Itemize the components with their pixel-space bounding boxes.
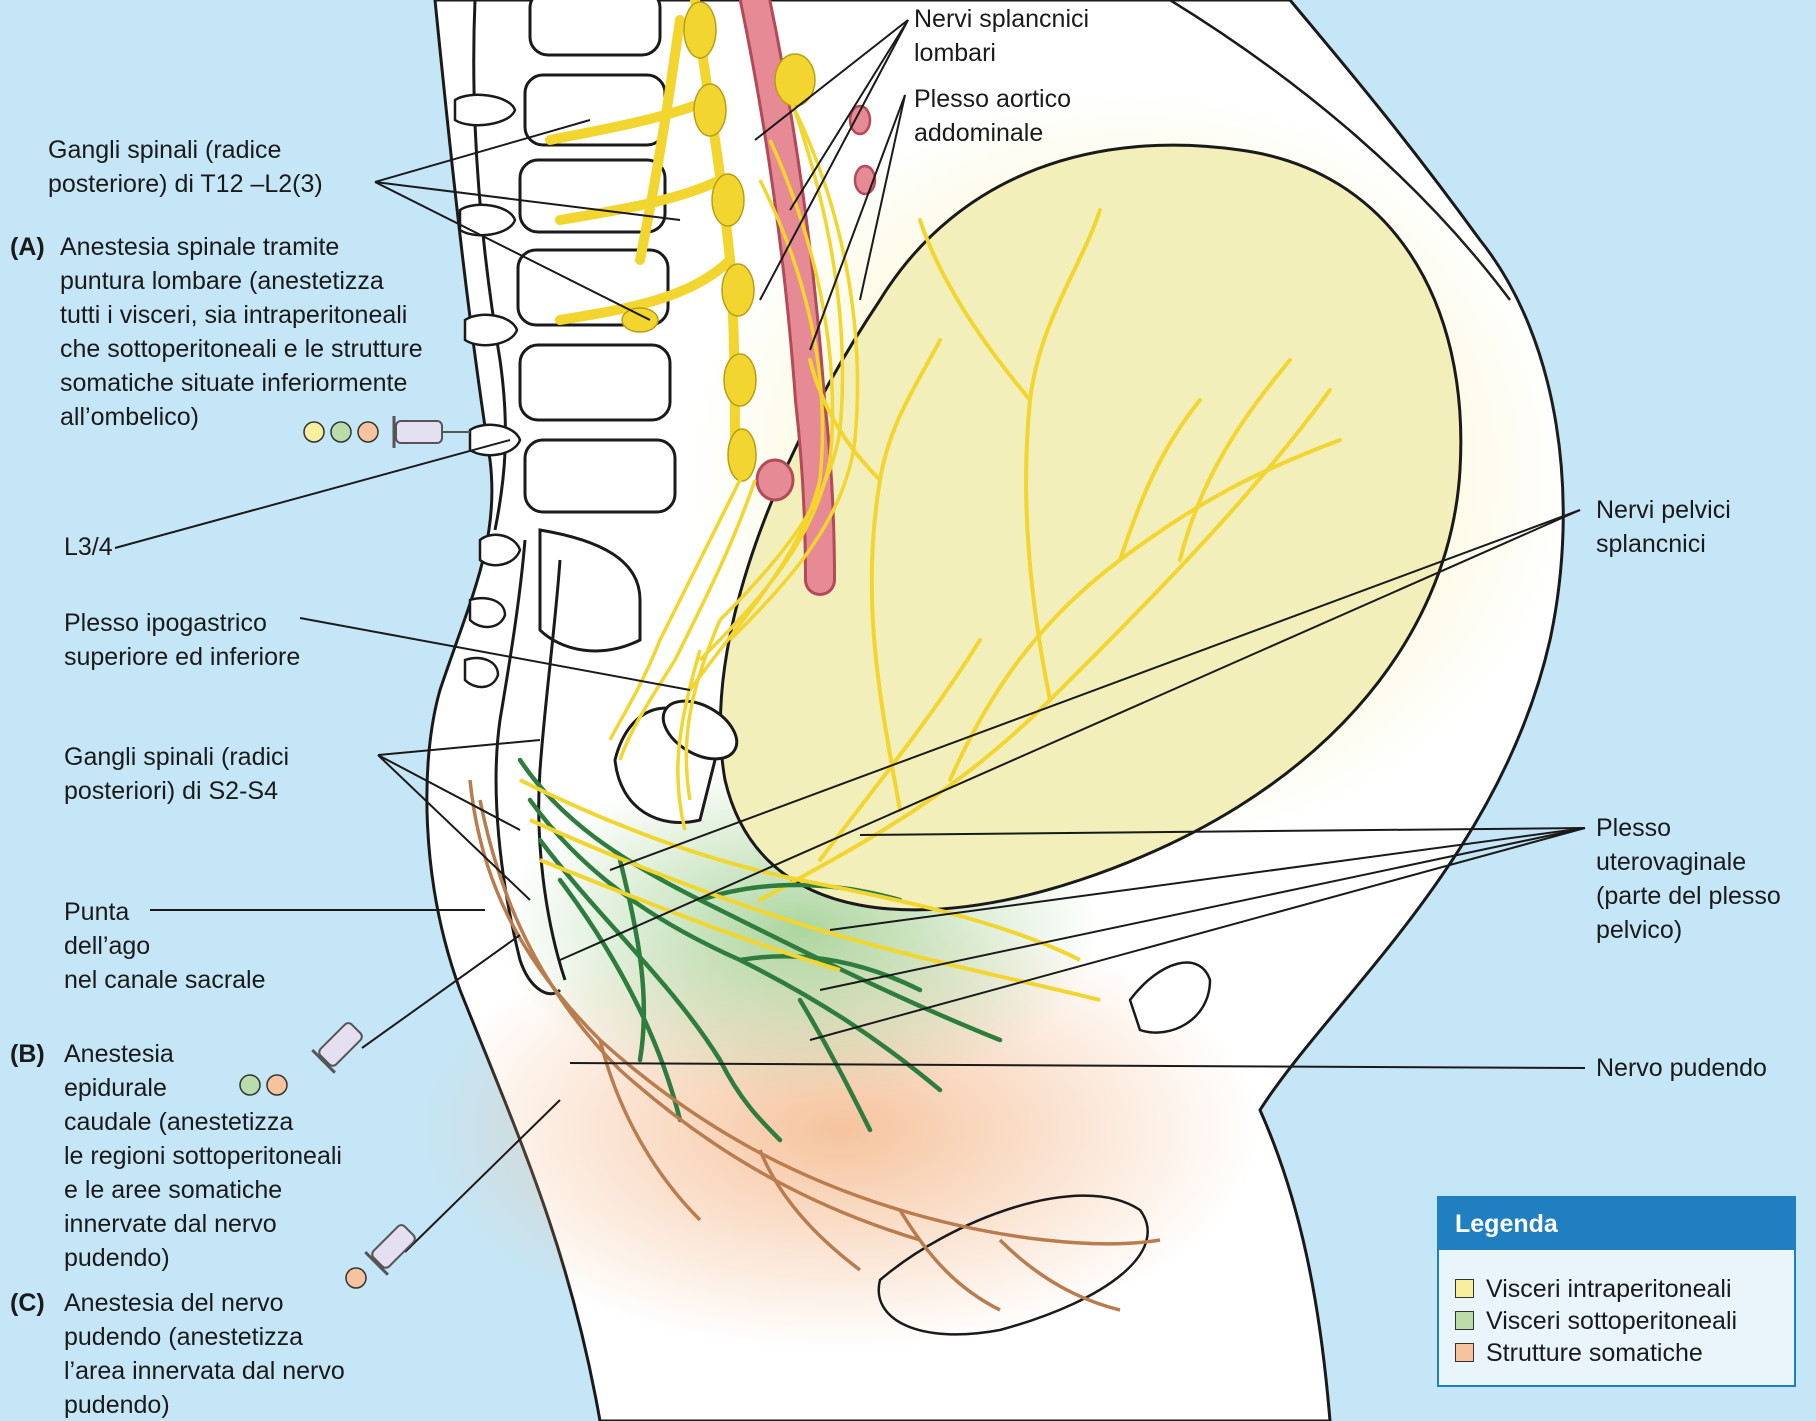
label-nervo-pudendo: Nervo pudendo xyxy=(1596,1051,1767,1085)
label-l34: L3/4 xyxy=(64,530,113,564)
label-tag-c: (C) xyxy=(10,1286,45,1320)
legend-item-intraperitoneali: Visceri intraperitoneali xyxy=(1455,1274,1732,1304)
aortic-branch xyxy=(757,460,793,500)
label-punta-ago: Punta dell’ago nel canale sacrale xyxy=(64,895,266,997)
legend-swatch-green xyxy=(1455,1311,1474,1330)
label-gangli-t12: Gangli spinali (radice posteriore) di T1… xyxy=(48,133,323,201)
legend-label-sottoperitoneali: Visceri sottoperitoneali xyxy=(1486,1307,1737,1335)
label-tag-a: (A) xyxy=(10,230,45,264)
legend-title: Legenda xyxy=(1439,1198,1794,1250)
label-plesso-ipogastrico: Plesso ipogastrico superiore ed inferior… xyxy=(64,606,300,674)
legend-item-somatiche: Strutture somatiche xyxy=(1455,1338,1703,1368)
label-plesso-uterovaginale: Plesso uterovaginale (parte del plesso p… xyxy=(1596,811,1781,947)
legend-label-intraperitoneali: Visceri intraperitoneali xyxy=(1486,1275,1732,1303)
legend-label-somatiche: Strutture somatiche xyxy=(1486,1339,1703,1367)
legend-swatch-peach xyxy=(1455,1343,1474,1362)
tag-a: (A) xyxy=(10,233,45,261)
legend-swatch-yellow xyxy=(1455,1279,1474,1298)
label-anestesia-spinale: Anestesia spinale tramite puntura lombar… xyxy=(60,230,423,434)
label-anestesia-pudendo: Anestesia del nervo pudendo (anestetizza… xyxy=(64,1286,345,1421)
syringe-c xyxy=(346,1220,420,1288)
label-nervi-splancnici-lombari: Nervi splancnici lombari xyxy=(914,2,1089,70)
label-tag-b: (B) xyxy=(10,1037,45,1071)
tag-b: (B) xyxy=(10,1040,45,1068)
label-plesso-aortico: Plesso aortico addominale xyxy=(914,82,1071,150)
label-gangli-s2: Gangli spinali (radici posteriori) di S2… xyxy=(64,740,289,808)
label-nervi-pelvici: Nervi pelvici splancnici xyxy=(1596,493,1731,561)
legend-item-sottoperitoneali: Visceri sottoperitoneali xyxy=(1455,1306,1737,1336)
label-anestesia-epidurale: Anestesia epidurale caudale (anestetizza… xyxy=(64,1037,342,1275)
legend-box: Legenda Visceri intraperitoneali Visceri… xyxy=(1437,1196,1796,1387)
tag-c: (C) xyxy=(10,1289,45,1317)
